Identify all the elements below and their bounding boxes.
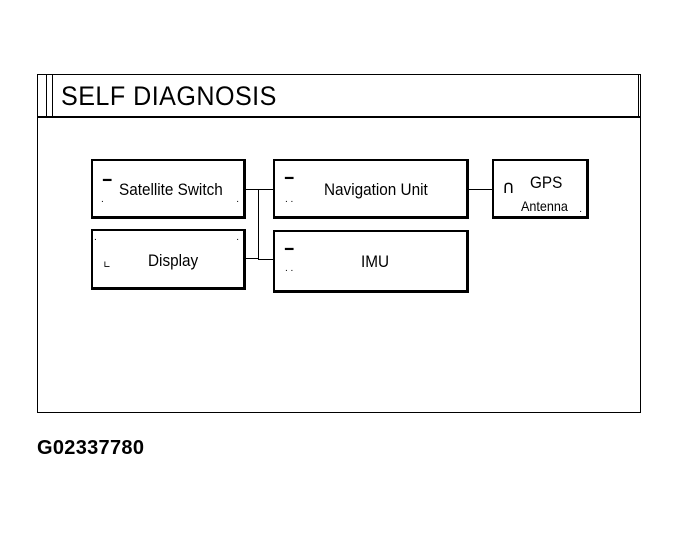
imu-button[interactable]: ▔ . . IMU — [273, 230, 469, 293]
corner-dot-icon: . — [236, 232, 239, 243]
satellite-switch-button[interactable]: ▔ . Satellite Switch . — [91, 159, 246, 219]
gps-antenna-label-line1: GPS — [530, 173, 563, 192]
navigation-unit-label: Navigation Unit — [324, 180, 428, 199]
gps-antenna-label-line2: Antenna — [521, 198, 568, 214]
wire-satellite-to-bus — [246, 189, 259, 190]
wire-display-to-bus — [246, 258, 259, 259]
wire-navigation-to-gps — [469, 189, 493, 190]
status-indicator-icon: ⌞ — [102, 251, 112, 270]
status-indicator-icon: ▔ — [103, 180, 112, 196]
status-indicator-icon: ∩ — [503, 177, 514, 198]
corner-dot-icon: . . — [285, 194, 294, 205]
title-bar-left-accent — [46, 75, 53, 116]
corner-dot-icon: . — [101, 194, 104, 205]
wire-bus-to-imu — [258, 259, 274, 260]
screen-title: SELF DIAGNOSIS — [61, 81, 277, 111]
corner-dot-icon: . . — [285, 263, 294, 274]
satellite-switch-label: Satellite Switch — [119, 180, 223, 199]
title-bar-right-accent — [638, 75, 640, 116]
corner-dot-icon: . — [579, 204, 582, 215]
corner-dot-icon: . — [94, 232, 97, 243]
self-diagnosis-screen: SELF DIAGNOSIS — [37, 74, 641, 413]
title-bar: SELF DIAGNOSIS — [38, 75, 640, 118]
display-button[interactable]: ⌞ . Display . — [91, 229, 246, 290]
corner-dot-icon: . — [236, 194, 239, 205]
gps-antenna-button[interactable]: ∩ GPS Antenna . — [492, 159, 589, 219]
status-indicator-icon: ▔ — [285, 178, 294, 194]
wire-bus-vertical — [258, 189, 259, 260]
display-label: Display — [148, 251, 199, 270]
figure-code: G02337780 — [37, 437, 145, 459]
imu-label: IMU — [361, 252, 390, 271]
navigation-unit-button[interactable]: ▔ . . Navigation Unit — [273, 159, 469, 219]
wire-bus-to-navigation — [258, 189, 274, 190]
status-indicator-icon: ▔ — [285, 249, 294, 265]
